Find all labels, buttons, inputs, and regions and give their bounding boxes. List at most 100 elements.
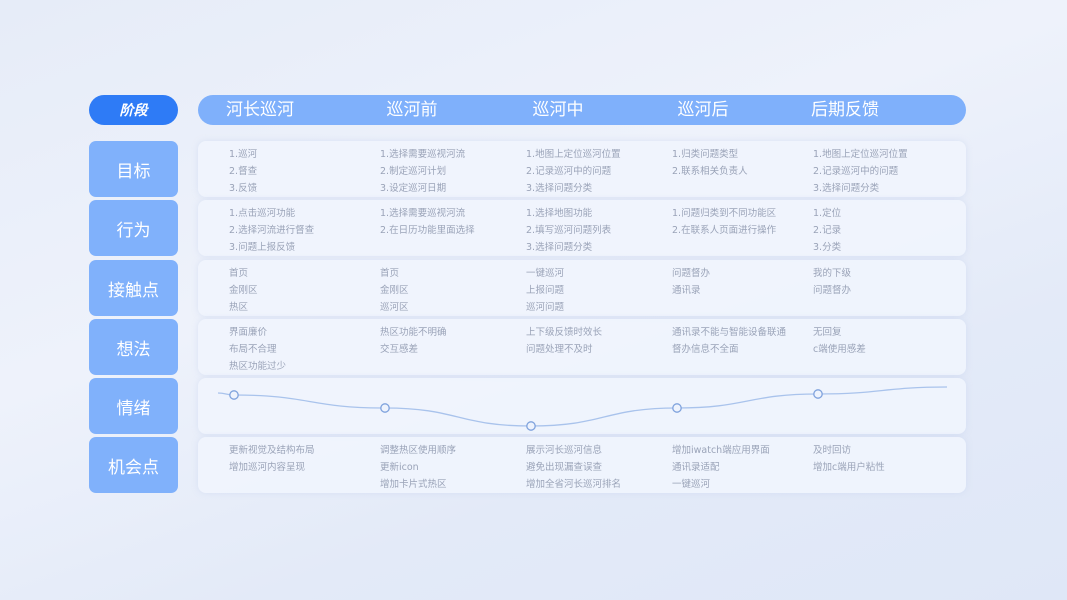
row-label: 行为: [89, 200, 178, 256]
journey-cell: 问题督办通讯录: [672, 265, 710, 299]
cell-line: 1.地图上定位巡河位置: [813, 149, 908, 160]
emotion-point: [229, 390, 239, 400]
journey-row: 界面廉价布局不合理热区功能过少 热区功能不明确交互感差 上下级反馈时效长问题处理不及…: [198, 319, 966, 375]
emotion-point: [380, 403, 390, 413]
journey-cell: 及时回访增加c端用户粘性: [813, 442, 885, 476]
cell-line: 热区功能不明确: [380, 327, 447, 338]
stage-4: 后期反馈: [811, 100, 879, 120]
cell-line: c端使用感差: [813, 344, 866, 355]
journey-cell: 首页金刚区热区: [229, 265, 258, 316]
cell-line: 3.设定巡河日期: [380, 183, 447, 194]
journey-cell: 上下级反馈时效长问题处理不及时: [526, 324, 602, 358]
stage-3: 巡河后: [677, 100, 729, 120]
journey-cell: 热区功能不明确交互感差: [380, 324, 447, 358]
stage-0: 河长巡河: [226, 100, 294, 120]
cell-line: 问题督办: [672, 268, 711, 279]
cell-line: 一键巡河: [672, 479, 711, 490]
journey-cell: 无回复 c端使用感差: [813, 324, 866, 358]
cell-line: 1.归类问题类型: [672, 149, 739, 160]
cell-line: 避免出现漏查误查: [526, 462, 603, 473]
journey-row: [198, 378, 966, 434]
journey-row: 首页金刚区热区首页金刚区巡河区一键巡河上报问题巡河问题问题督办通讯录我的下级问题…: [198, 260, 966, 316]
cell-line: 展示河长巡河信息: [526, 445, 603, 456]
cell-line: 巡河问题: [526, 302, 565, 313]
cell-line: 首页: [380, 268, 400, 279]
cell-line: 通讯录适配: [672, 462, 720, 473]
cell-line: 3.反馈: [229, 183, 258, 194]
cell-line: 布局不合理: [229, 344, 277, 355]
cell-line: 增加巡河内容呈现: [229, 462, 306, 473]
cell-line: 巡河区: [380, 302, 409, 313]
cell-line: 界面廉价: [229, 327, 268, 338]
cell-line: 调整热区使用顺序: [380, 445, 457, 456]
emotion-point: [526, 421, 536, 431]
cell-line: 3.选择问题分类: [526, 183, 593, 194]
journey-cell: 1.选择需要巡视河流 2.在日历功能里面选择: [380, 205, 475, 239]
cell-line: 问题处理不及时: [526, 344, 593, 355]
stage-1: 巡河前: [386, 100, 438, 120]
cell-line: 交互感差: [380, 344, 419, 355]
journey-cell: 首页金刚区巡河区: [380, 265, 409, 316]
cell-line: 首页: [229, 268, 249, 279]
cell-line: 2.记录巡河中的问题: [526, 166, 612, 177]
cell-line: 更新视觉及结构布局: [229, 445, 315, 456]
cell-line: 我的下级: [813, 268, 852, 279]
cell-line: 增加全省河长巡河排名: [526, 479, 622, 490]
cell-line: 2.督查: [229, 166, 258, 177]
journey-cell: 通讯录不能与智能设备联通督办信息不全面: [672, 324, 786, 358]
journey-cell: 增加iwatch端应用界面通讯录适配一键巡河: [672, 442, 770, 493]
cell-line: 1.点击巡河功能: [229, 208, 296, 219]
row-label: 机会点: [89, 437, 178, 493]
cell-line: 2.填写巡河问题列表: [526, 225, 612, 236]
cell-line: 金刚区: [229, 285, 258, 296]
journey-cell: 展示河长巡河信息避免出现漏查误查增加全省河长巡河排名: [526, 442, 621, 493]
cell-line: 1.选择需要巡视河流: [380, 208, 466, 219]
cell-line: 1.地图上定位巡河位置: [526, 149, 621, 160]
cell-line: 2.联系相关负责人: [672, 166, 748, 177]
cell-line: 一键巡河: [526, 268, 565, 279]
row-label: 接触点: [89, 260, 178, 316]
cell-line: 增加iwatch端应用界面: [672, 445, 770, 456]
cell-line: 及时回访: [813, 445, 852, 456]
cell-line: 问题督办: [813, 285, 852, 296]
cell-line: 增加c端用户粘性: [813, 462, 885, 473]
journey-cell: 我的下级问题督办: [813, 265, 851, 299]
journey-cell: 1.归类问题类型 2.联系相关负责人: [672, 146, 748, 180]
journey-cell: 界面廉价布局不合理热区功能过少: [229, 324, 286, 375]
cell-line: 2.记录: [813, 225, 842, 236]
cell-line: 3.问题上报反馈: [229, 242, 296, 253]
cell-line: 1.问题归类到不同功能区: [672, 208, 777, 219]
journey-cell: 一键巡河上报问题巡河问题: [526, 265, 564, 316]
row-label: 想法: [89, 319, 178, 375]
cell-line: 通讯录: [672, 285, 701, 296]
emotion-point: [813, 389, 823, 399]
cell-line: 上下级反馈时效长: [526, 327, 603, 338]
cell-line: 2.记录巡河中的问题: [813, 166, 899, 177]
emotion-point: [672, 403, 682, 413]
cell-line: 热区功能过少: [229, 361, 287, 372]
cell-line: 上报问题: [526, 285, 565, 296]
cell-line: 3.选择问题分类: [526, 242, 593, 253]
cell-line: 2.在日历功能里面选择: [380, 225, 475, 236]
stage-label: 阶段: [89, 95, 178, 125]
cell-line: 增加卡片式热区: [380, 479, 447, 490]
cell-line: 1.定位: [813, 208, 842, 219]
cell-line: 督办信息不全面: [672, 344, 739, 355]
row-label: 情绪: [89, 378, 178, 434]
cell-line: 1.选择需要巡视河流: [380, 149, 466, 160]
emotion-line: [217, 386, 948, 427]
cell-line: 金刚区: [380, 285, 409, 296]
stage-header: 河长巡河巡河前巡河中巡河后后期反馈: [198, 95, 966, 125]
row-label: 目标: [89, 141, 178, 197]
cell-line: 无回复: [813, 327, 842, 338]
